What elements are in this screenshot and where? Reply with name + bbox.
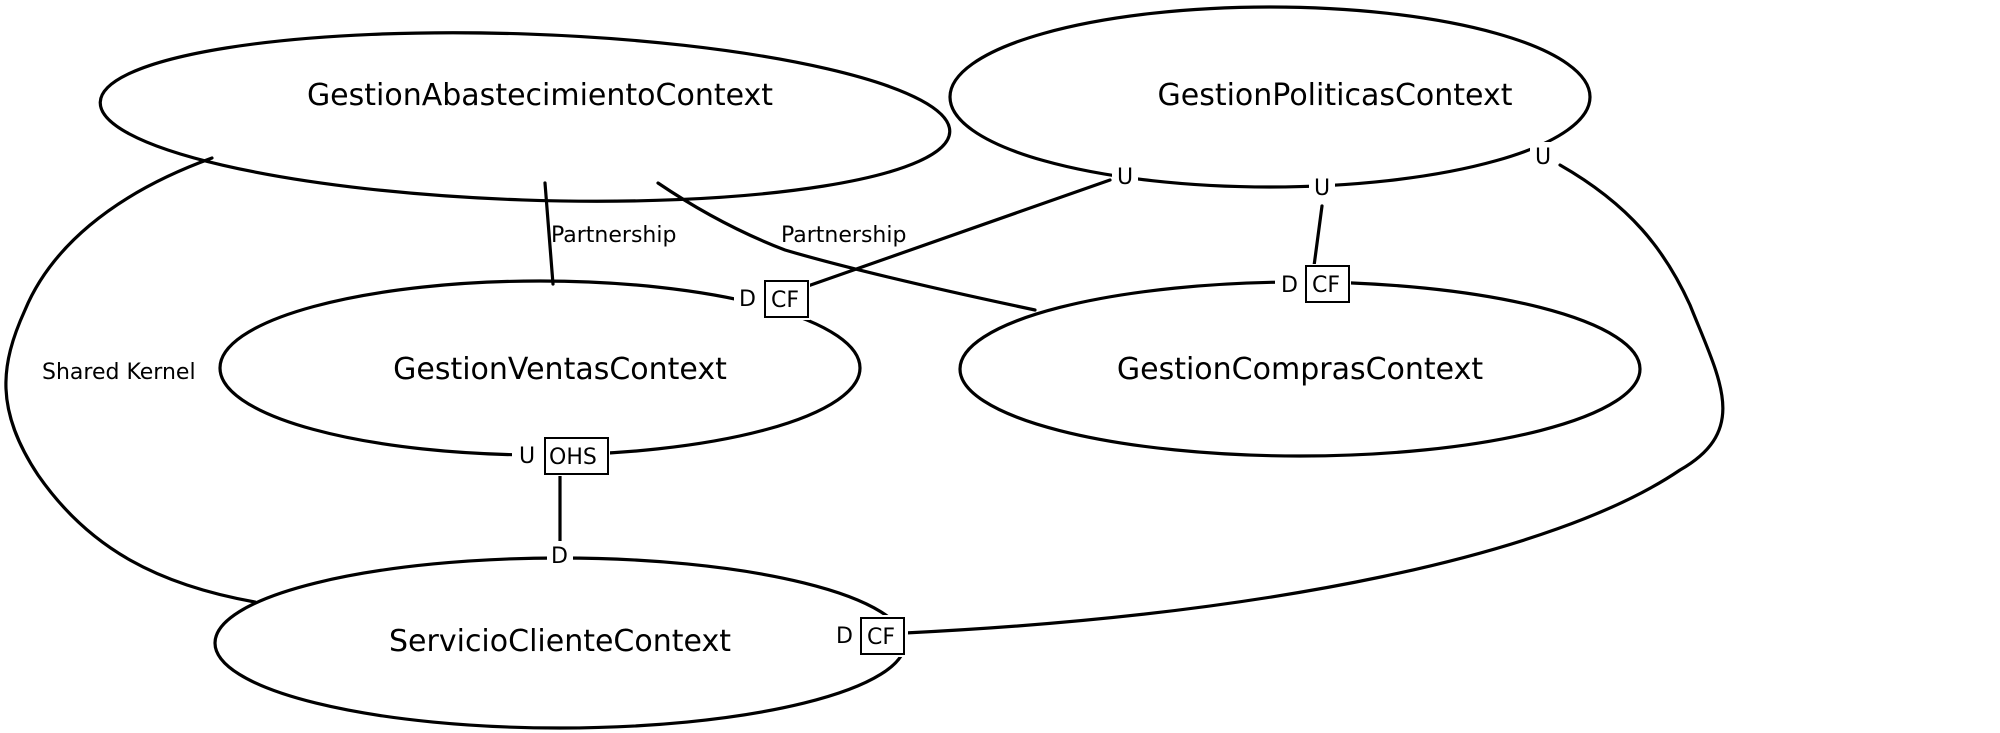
role-upstream-politicas-servicio: U: [1535, 145, 1551, 170]
conformist-box-ventas: [764, 280, 809, 318]
conformist-box-servicio: [860, 617, 905, 655]
role-downstream-servicio: D: [836, 624, 853, 649]
role-downstream-ventas: D: [739, 287, 756, 312]
context-name-servicio-cliente: ServicioClienteContext: [389, 624, 731, 659]
role-downstream-servicio-ventas: D: [551, 544, 568, 569]
edge-politicas-servicio: [903, 163, 1725, 635]
edge-politicas-ventas: [803, 178, 1112, 289]
edge-partnership-ventas: [543, 181, 555, 286]
role-ohs-ventas: OHS: [549, 445, 597, 470]
role-conformist-servicio: CF: [867, 625, 895, 650]
ellipse-gestion-abastecimiento: [98, 31, 952, 203]
edge-shared-kernel: [4, 156, 257, 604]
edge-politicas-compras: [1312, 204, 1324, 268]
label-partnership-compras: Partnership: [781, 223, 906, 248]
context-name-gestion-politicas: GestionPoliticasContext: [1158, 78, 1513, 113]
label-partnership-ventas: Partnership: [551, 223, 676, 248]
label-shared-kernel: Shared Kernel: [42, 360, 196, 385]
context-name-gestion-compras: GestionComprasContext: [1117, 352, 1483, 387]
ohs-box-ventas: [544, 437, 609, 475]
role-conformist-compras: CF: [1312, 273, 1340, 298]
role-downstream-compras: D: [1281, 273, 1298, 298]
context-name-gestion-ventas: GestionVentasContext: [393, 352, 727, 387]
role-upstream-ventas: U: [519, 444, 535, 469]
context-name-gestion-abastecimiento: GestionAbastecimientoContext: [307, 78, 773, 113]
conformist-box-compras: [1305, 265, 1350, 303]
role-conformist-ventas: CF: [771, 288, 799, 313]
role-upstream-politicas-ventas: U: [1117, 165, 1133, 190]
edge-partnership-compras: [656, 181, 1037, 312]
ellipse-gestion-politicas: [948, 5, 1592, 189]
role-upstream-politicas-compras: U: [1314, 176, 1330, 201]
